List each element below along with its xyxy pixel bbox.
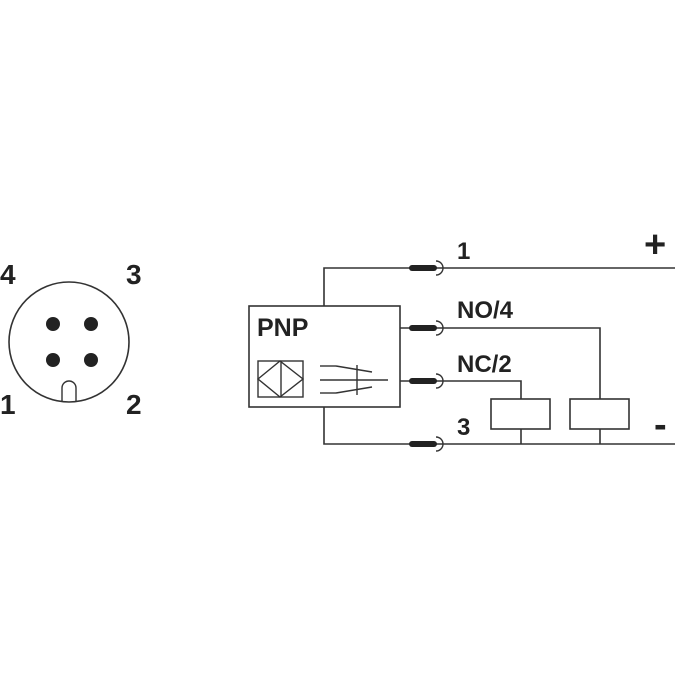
inductive-sensor-icon (256, 360, 305, 398)
plug-terminal-nc-2 (409, 373, 444, 389)
supply-positive-label: + (644, 224, 666, 266)
plug-terminal-no-4 (409, 320, 444, 336)
sensor-block: PNP (248, 305, 401, 408)
wire-plugs (409, 260, 444, 452)
connector-pin-3-label: 3 (126, 259, 142, 290)
connector-pin-1-dot (46, 353, 60, 367)
wire-no-4 (400, 327, 601, 399)
connector-pin-4-label: 4 (0, 259, 16, 290)
connector-pin-2-label: 2 (126, 389, 142, 420)
wires (323, 267, 675, 445)
connector-key-notch (61, 380, 77, 401)
connector-pin-2-dot (84, 353, 98, 367)
wire-3-negative (323, 407, 675, 445)
load-no (569, 398, 630, 430)
sensor-type-label: PNP (257, 314, 308, 342)
connector-pin-4-dot (46, 317, 60, 331)
connector-outer-ring (8, 281, 130, 403)
terminal-1-label: 1 (457, 238, 470, 265)
plug-terminal-3 (409, 436, 444, 452)
connector-pin-1-label: 1 (0, 389, 16, 420)
supply-negative-label: - (654, 404, 667, 446)
terminal-nc-2-label: NC/2 (457, 351, 512, 378)
wire-1-positive (323, 267, 675, 306)
terminal-3-label: 3 (457, 414, 470, 441)
switch-output-icon (320, 365, 388, 395)
load-nc (490, 398, 551, 430)
connector-pin-3-dot (84, 317, 98, 331)
wire-nc-2 (400, 380, 522, 399)
connector-face: 4 3 1 2 (0, 259, 142, 420)
plug-terminal-1 (409, 260, 444, 276)
terminal-no-4-label: NO/4 (457, 297, 514, 324)
